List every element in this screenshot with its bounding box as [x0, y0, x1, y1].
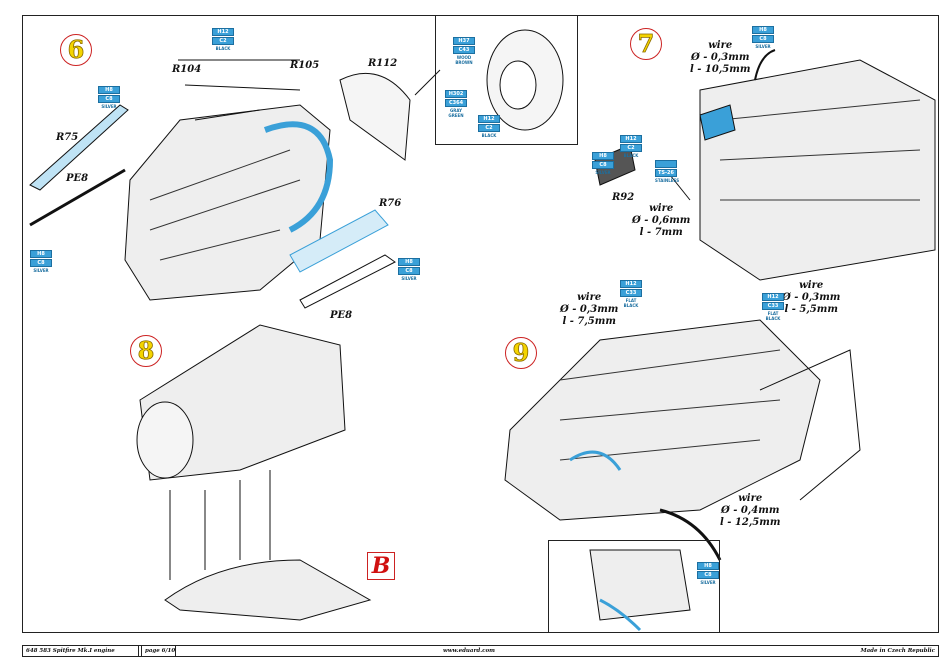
detail-inset-connector [548, 540, 720, 633]
part-label: R76 [379, 198, 402, 209]
detail-inset-cover [435, 15, 578, 145]
section-badge: B [367, 552, 395, 580]
part-label: R92 [612, 192, 635, 203]
footer-page: page 6/10 [145, 648, 176, 654]
part-label: R112 [368, 58, 398, 69]
footer: 648 583 Spitfire Mk.I engine page 6/10 w… [22, 645, 939, 657]
engine-drawing-step7 [594, 49, 936, 281]
engine-drawing-step9 [504, 319, 861, 561]
engine-drawing-step8 [136, 324, 372, 621]
step-number-8: 8 [130, 335, 162, 367]
footer-website: www.eduard.com [443, 648, 495, 654]
step-number-6: 6 [60, 34, 92, 66]
inset-drawing-step9 [589, 549, 691, 632]
inset-drawing-step6 [486, 29, 564, 131]
part-label: PE8 [330, 310, 353, 321]
engine-drawing-step6 [29, 59, 441, 309]
part-label: R105 [290, 60, 320, 71]
part-label: R75 [56, 132, 79, 143]
step-number-9: 9 [505, 337, 537, 369]
part-label: PE8 [66, 173, 89, 184]
part-label: R104 [172, 64, 202, 75]
step-number-7: 7 [630, 28, 662, 60]
footer-product: 648 583 Spitfire Mk.I engine [26, 648, 115, 654]
footer-origin: Made in Czech Republic [860, 648, 935, 654]
